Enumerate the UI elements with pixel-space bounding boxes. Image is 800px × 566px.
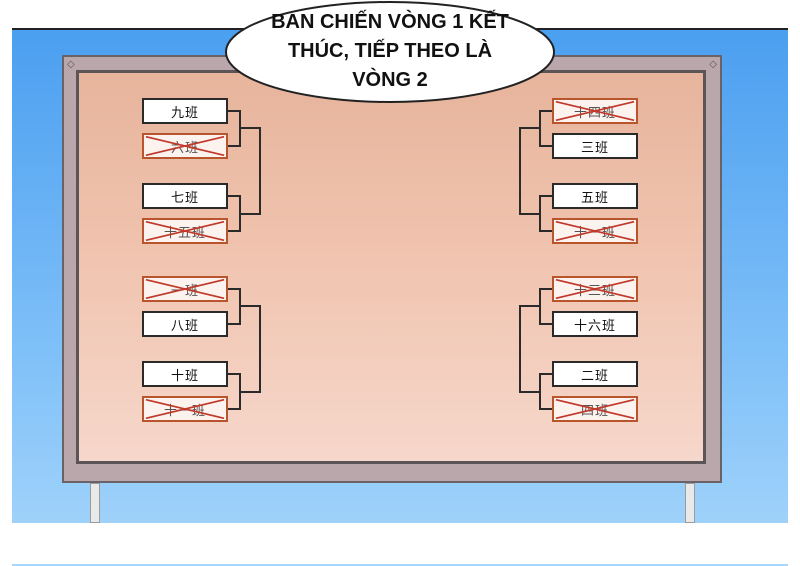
speech-bubble [225, 1, 555, 103]
team-slot-right-7: 二班 [552, 361, 638, 387]
elimination-cross-icon [555, 220, 635, 242]
elimination-cross-icon [145, 135, 225, 157]
elimination-cross-icon [555, 398, 635, 420]
team-slot-right-5: 十三班 [552, 276, 638, 302]
team-slot-right-6: 十六班 [552, 311, 638, 337]
team-label: 三班 [580, 140, 609, 156]
team-label: 五班 [580, 190, 609, 206]
team-slot-left-1: 九班 [142, 98, 228, 124]
team-label: 八班 [170, 318, 199, 334]
team-label: 十六班 [573, 318, 616, 334]
team-slot-right-4: 十一班 [552, 218, 638, 244]
team-slot-left-5: 一班 [142, 276, 228, 302]
team-slot-left-2: 六班 [142, 133, 228, 159]
team-slot-right-8: 四班 [552, 396, 638, 422]
speech-line-2: THÚC, TIẾP THEO LÀ [287, 40, 493, 62]
team-slot-right-3: 五班 [552, 183, 638, 209]
team-slot-left-7: 十班 [142, 361, 228, 387]
frame-ornament-right: ◇ [709, 59, 717, 70]
frame-ornament-left: ◇ [67, 59, 75, 70]
team-slot-left-8: 十一班 [142, 396, 228, 422]
team-slot-left-3: 七班 [142, 183, 228, 209]
speech-line-3: VÒNG 2 [352, 69, 428, 91]
board-leg-right [685, 483, 695, 523]
team-slot-left-6: 八班 [142, 311, 228, 337]
team-slot-left-4: 十五班 [142, 218, 228, 244]
team-slot-right-2: 三班 [552, 133, 638, 159]
board-leg-left [90, 483, 100, 523]
team-label: 二班 [580, 368, 609, 384]
team-label: 十班 [170, 368, 199, 384]
floor [12, 523, 788, 564]
elimination-cross-icon [145, 278, 225, 300]
speech-bubble-text: BAN CHIẾN VÒNG 1 KẾT THÚC, TIẾP THEO LÀ … [222, 8, 558, 95]
elimination-cross-icon [555, 100, 635, 122]
team-label: 九班 [170, 105, 199, 121]
team-slot-right-1: 十四班 [552, 98, 638, 124]
elimination-cross-icon [145, 398, 225, 420]
elimination-cross-icon [145, 220, 225, 242]
elimination-cross-icon [555, 278, 635, 300]
speech-line-1: BAN CHIẾN VÒNG 1 KẾT [271, 11, 509, 33]
team-label: 七班 [170, 190, 199, 206]
